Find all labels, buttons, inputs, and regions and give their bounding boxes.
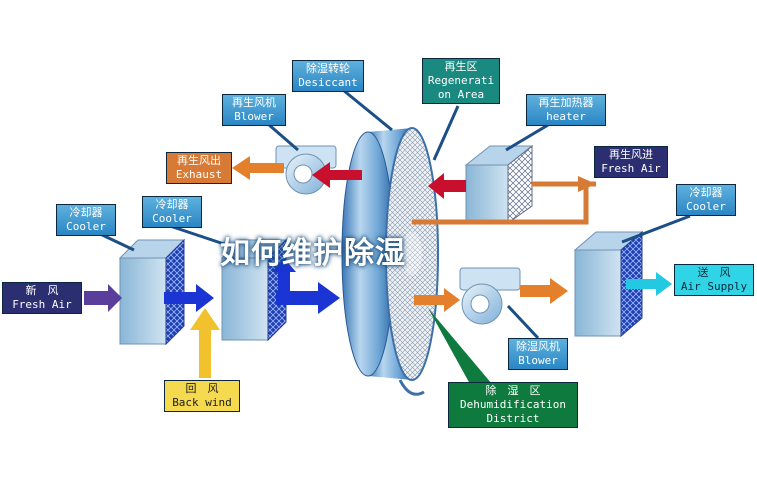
dehum-district-en-1: Dehumidification	[460, 398, 566, 411]
back-wind-label: 回 风 Back wind	[164, 380, 240, 412]
fresh-air-in-label: 新 风 Fresh Air	[2, 282, 82, 314]
regen-red-arrow-2	[428, 173, 466, 199]
dehum-blower-unit	[459, 267, 521, 325]
exhaust-cn: 再生风出	[177, 154, 221, 167]
regen-blower-unit	[275, 145, 337, 195]
cooler-1-en: Cooler	[66, 220, 106, 233]
regen-area-label: 再生区 Regenerati on Area	[422, 58, 500, 104]
cooler-3-en: Cooler	[686, 200, 726, 213]
cooler-2-label: 冷却器 Cooler	[142, 196, 202, 228]
fresh-air-in-arrow	[84, 284, 122, 312]
cooler-1-label: 冷却器 Cooler	[56, 204, 116, 236]
regen-blower-en: Blower	[234, 110, 274, 123]
heater-en: heater	[546, 110, 586, 123]
back-wind-arrow	[190, 308, 220, 378]
regen-loop-pipe	[412, 184, 589, 225]
regen-blower-cn: 再生风机	[232, 96, 276, 109]
exhaust-label: 再生风出 Exhaust	[166, 152, 232, 184]
cooler-3-label: 冷却器 Cooler	[676, 184, 736, 216]
dehum-district-pointer	[428, 308, 492, 384]
cooler-2-en: Cooler	[152, 212, 192, 225]
dehum-district-cn: 除 湿 区	[485, 384, 541, 397]
regen-area-en-1: Regenerati	[427, 74, 495, 87]
dehum-blower-cn: 除湿风机	[516, 340, 560, 353]
desiccant-cn: 除湿转轮	[306, 62, 350, 75]
fresh-air-in-en: Fresh Air	[12, 298, 72, 311]
air-supply-label: 送 风 Air Supply	[674, 264, 754, 296]
cooler-3-cn: 冷却器	[689, 186, 723, 199]
regen-area-cn: 再生区	[444, 60, 478, 73]
desiccant-wheel	[341, 127, 439, 396]
dehum-district-label: 除 湿 区 Dehumidification District	[448, 382, 578, 428]
desiccant-label: 除湿转轮 Desiccant	[292, 60, 364, 92]
cooler-flow-arrow-up	[272, 258, 296, 302]
cooler-flow-arrow-1	[164, 284, 214, 312]
heater-label: 再生加热器 heater	[526, 94, 606, 126]
regen-fresh-air-arrowhead	[578, 176, 596, 192]
back-wind-en: Back wind	[172, 396, 232, 409]
heater-unit	[464, 144, 534, 224]
exhaust-arrow	[232, 156, 284, 180]
air-supply-cn: 送 风	[697, 266, 731, 279]
regen-fresh-air-cn: 再生风进	[609, 148, 653, 161]
regen-area-en-2: on Area	[437, 88, 485, 101]
regen-blower-label: 再生风机 Blower	[222, 94, 286, 126]
dehum-blower-label: 除湿风机 Blower	[508, 338, 568, 370]
dehum-district-en-2: District	[486, 412, 540, 425]
regen-fresh-air-en: Fresh Air	[601, 162, 661, 175]
cooler-1-unit	[118, 238, 186, 346]
back-wind-cn: 回 风	[185, 382, 219, 395]
cooler-flow-arrow-2	[276, 282, 340, 314]
cooler-1-cn: 冷却器	[69, 206, 103, 219]
regen-fresh-air-label: 再生风进 Fresh Air	[594, 146, 668, 178]
exhaust-en: Exhaust	[175, 168, 223, 181]
desiccant-en: Desiccant	[298, 76, 358, 89]
fresh-air-in-cn: 新 风	[25, 284, 59, 297]
cooler-2-cn: 冷却器	[155, 198, 189, 211]
dehum-flow-arrow-1	[414, 288, 460, 312]
overlay-title: 如何维护除湿	[220, 236, 406, 271]
air-supply-arrow	[626, 272, 672, 296]
dehum-flow-arrow-2	[520, 278, 568, 304]
dehum-blower-en: Blower	[518, 354, 558, 367]
air-supply-en: Air Supply	[680, 280, 748, 293]
heater-cn: 再生加热器	[538, 96, 594, 109]
regen-red-arrow-1	[312, 162, 362, 188]
